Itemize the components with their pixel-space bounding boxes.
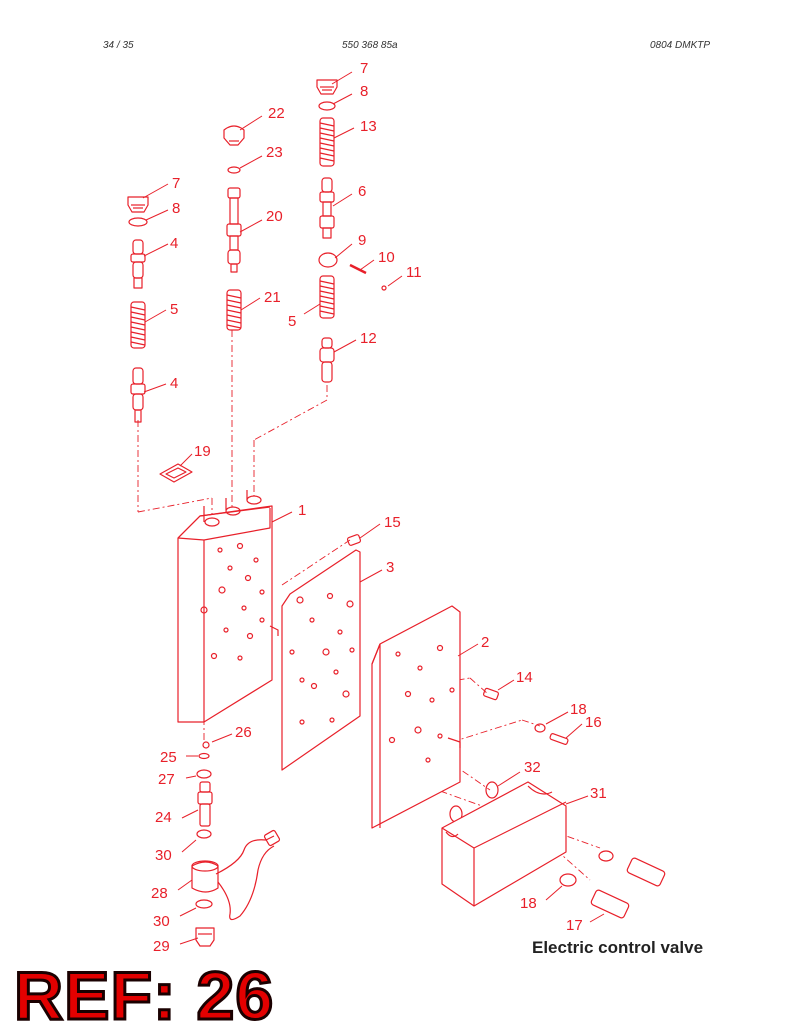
callout-3: 3 — [386, 559, 394, 576]
callout-22: 22 — [268, 105, 285, 122]
gasket-3 — [281, 549, 361, 771]
page-number: 34 / 35 — [103, 40, 134, 51]
valve-block-1 — [177, 490, 279, 723]
spring-5-left — [130, 301, 146, 349]
o-ring-30-upper — [196, 829, 212, 839]
clip-19 — [159, 463, 193, 483]
plug-29 — [195, 927, 215, 947]
callout-18-upper: 18 — [570, 701, 587, 718]
callout-17: 17 — [566, 917, 583, 934]
callout-30-upper: 30 — [155, 847, 172, 864]
solenoid-valve-24 — [197, 781, 213, 827]
callout-30-lower: 30 — [153, 913, 170, 930]
o-ring-30-lower — [195, 899, 213, 909]
o-ring-27 — [196, 769, 212, 779]
callout-9: 9 — [358, 232, 366, 249]
callout-6: 6 — [358, 183, 366, 200]
callout-4-lower: 4 — [170, 375, 178, 392]
callout-16: 16 — [585, 714, 602, 731]
valve-spool-6 — [319, 177, 335, 239]
solenoid-coil-28 — [191, 829, 281, 921]
washer-18-lower — [559, 873, 577, 887]
plug-7-left — [127, 196, 149, 213]
callout-26: 26 — [235, 724, 252, 741]
valve-piston-20 — [226, 187, 242, 273]
valve-spool-4-lower — [130, 367, 146, 423]
callout-8: 8 — [360, 83, 368, 100]
callout-15: 15 — [384, 514, 401, 531]
washer-18-right — [598, 850, 614, 862]
document-code: 0804 DMKTP — [650, 40, 711, 51]
callout-28: 28 — [151, 885, 168, 902]
plug-screw-15 — [346, 534, 362, 546]
reference-label: REF: 26 — [12, 958, 275, 1034]
callout-24: 24 — [155, 809, 172, 826]
o-ring-8-right — [318, 101, 336, 111]
callout-19: 19 — [194, 443, 211, 460]
callout-13: 13 — [360, 118, 377, 135]
spring-21 — [226, 289, 242, 331]
plug-22 — [223, 125, 245, 146]
washer-18-upper — [534, 723, 546, 733]
callout-25: 25 — [160, 749, 177, 766]
callout-21: 21 — [264, 289, 281, 306]
callout-5-right: 5 — [288, 313, 296, 330]
document-number: 550 368 85a — [342, 40, 398, 51]
callout-8-left: 8 — [172, 200, 180, 217]
callout-23: 23 — [266, 144, 283, 161]
callout-5-left: 5 — [170, 301, 178, 318]
callout-18-lower: 18 — [520, 895, 537, 912]
callout-27: 27 — [158, 771, 175, 788]
callout-14: 14 — [516, 669, 533, 686]
spring-13 — [319, 117, 335, 167]
ball-seat-9 — [318, 252, 338, 268]
bolt-right — [626, 857, 666, 887]
leader-lines — [142, 71, 605, 945]
callout-11: 11 — [406, 264, 422, 281]
callout-10: 10 — [378, 249, 395, 266]
callout-32: 32 — [524, 759, 541, 776]
pin-10 — [349, 263, 367, 275]
seal-26 — [202, 741, 210, 749]
screw-14 — [483, 687, 499, 701]
ball-11 — [381, 285, 387, 291]
callout-1: 1 — [298, 502, 306, 519]
callout-12: 12 — [360, 330, 377, 347]
cover-31 — [441, 781, 567, 907]
valve-spool-12 — [319, 337, 335, 383]
callout-2: 2 — [481, 634, 489, 651]
figure-caption: Electric control valve — [532, 938, 704, 957]
valve-spool-4-upper — [130, 239, 146, 289]
o-ring-8-left — [128, 217, 148, 227]
intermediate-plate-2 — [371, 605, 461, 829]
spring-5-right — [319, 275, 335, 319]
bolt-17 — [590, 889, 630, 919]
plug-7-right — [316, 79, 338, 95]
callout-20: 20 — [266, 208, 283, 225]
callout-labels: 7 8 13 22 23 6 9 10 11 20 7 8 4 5 21 5 1… — [151, 60, 607, 955]
callout-29: 29 — [153, 938, 170, 955]
screw-16 — [549, 733, 569, 745]
callout-7-left: 7 — [172, 175, 180, 192]
callout-4-upper: 4 — [170, 235, 178, 252]
callout-31: 31 — [590, 785, 607, 802]
o-ring-25 — [198, 752, 210, 760]
o-ring-23 — [227, 166, 241, 174]
callout-7: 7 — [360, 60, 368, 77]
